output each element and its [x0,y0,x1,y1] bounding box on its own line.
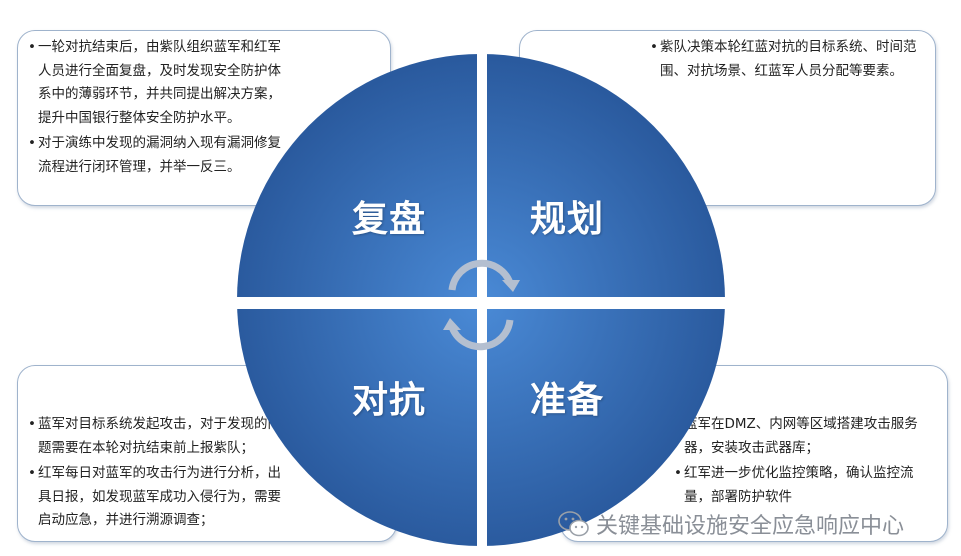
bullet: 蓝军对目标系统发起攻击，对于发现的问题需要在本轮对抗结束前上报紫队； [26,413,281,460]
bullet: 紫队决策本轮红蓝对抗的目标系统、时间范围、对抗场景、红蓝军人员分配等要素。 [648,36,918,83]
watermark: 关键基础设施安全应急响应中心 [556,508,904,540]
cycle-arrow-icon [448,259,514,351]
arrowhead-icon [443,318,461,330]
bullet: 红军进一步优化监控策略，确认监控流量，部署防护软件 [672,462,940,509]
watermark-text: 关键基础设施安全应急响应中心 [596,514,905,539]
quadrant-planning [487,54,725,297]
quadrant-review [237,54,477,297]
bullet: 蓝军在DMZ、内网等区域搭建攻击服务器，安装攻击武器库； [672,413,940,460]
wechat-icon [558,511,589,537]
bullet: 一轮对抗结束后，由紫队组织蓝军和红军人员进行全面复盘，及时发现安全防护体系中的薄… [26,36,288,130]
label-review: 复盘 [352,199,427,240]
quadrant-confrontation [237,309,477,546]
preparation-text: 蓝军在DMZ、内网等区域搭建攻击服务器，安装攻击武器库； 红军进一步优化监控策略… [672,413,940,511]
planning-text: 紫队决策本轮红蓝对抗的目标系统、时间范围、对抗场景、红蓝军人员分配等要素。 [648,36,918,85]
bullet: 对于演练中发现的漏洞纳入现有漏洞修复流程进行闭环管理，并举一反三。 [26,132,288,179]
label-preparation: 准备 [530,380,605,421]
label-confrontation: 对抗 [352,380,427,421]
label-planning: 规划 [530,199,605,240]
confrontation-text: 蓝军对目标系统发起攻击，对于发现的问题需要在本轮对抗结束前上报紫队； 红军每日对… [26,413,281,535]
review-text: 一轮对抗结束后，由紫队组织蓝军和红军人员进行全面复盘，及时发现安全防护体系中的薄… [26,36,288,181]
bullet: 红军每日对蓝军的攻击行为进行分析，出具日报，如发现蓝军成功入侵行为，需要启动应急… [26,462,281,533]
arrowhead-icon [502,280,520,292]
